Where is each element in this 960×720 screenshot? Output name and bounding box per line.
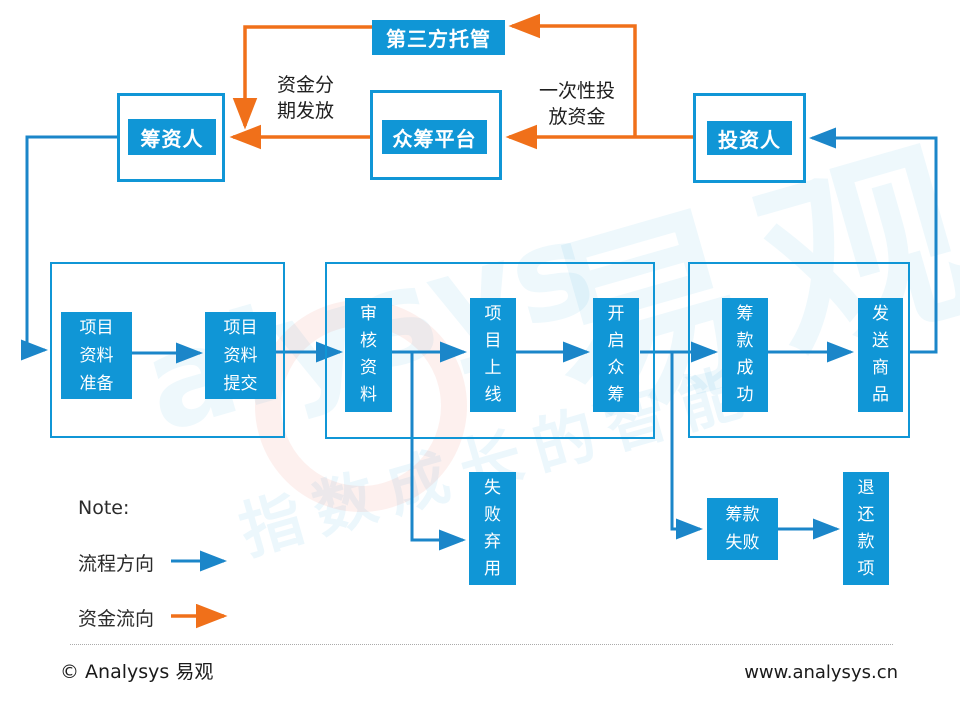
connector-fundraiser-to-prepare xyxy=(21,135,117,361)
stage-refund: 退 还 款 项 xyxy=(843,472,889,585)
phase-container-platform xyxy=(325,262,655,439)
connector-investor-to-escrow-branch xyxy=(508,13,637,137)
connector-review-to-fail-abandon xyxy=(410,353,466,551)
legend-process-direction-label: 流程方向 xyxy=(78,553,155,575)
escrow-box: 第三方托管 xyxy=(372,20,505,55)
connector-ship-to-investor xyxy=(809,127,938,354)
footer-website: www.analysys.cn xyxy=(744,662,898,683)
footer-divider xyxy=(70,644,893,645)
stage-fail-abandon: 失 败 弃 用 xyxy=(469,472,516,585)
fundraiser-box: 筹资人 xyxy=(128,119,216,155)
connector-escrow-to-fundraiser-branch xyxy=(232,25,372,130)
stage-prepare-materials: 项目 资料 准备 xyxy=(61,312,132,399)
legend-note-label: Note: xyxy=(78,497,130,519)
one-time-investment-label: 一次性投 放资金 xyxy=(538,80,615,128)
connector-start-to-funding-fail xyxy=(670,352,703,540)
platform-box: 众筹平台 xyxy=(382,120,487,154)
legend-funds-direction-label: 资金流向 xyxy=(78,608,155,630)
stage-start-crowdfunding: 开 启 众 筹 xyxy=(593,298,639,412)
installment-release-label: 资金分 期发放 xyxy=(277,74,335,122)
stage-ship-goods: 发 送 商 品 xyxy=(858,298,903,412)
stage-funding-success: 筹 款 成 功 xyxy=(722,298,768,412)
stage-review-materials: 审 核 资 料 xyxy=(345,298,392,412)
phase-container-result xyxy=(688,262,910,438)
footer-copyright: © Analysys 易观 xyxy=(60,661,214,683)
stage-funding-fail: 筹款 失败 xyxy=(707,498,778,560)
stage-submit-materials: 项目 资料 提交 xyxy=(205,312,276,399)
investor-box: 投资人 xyxy=(707,121,792,155)
phase-container-prepare xyxy=(50,262,285,438)
stage-project-launch: 项 目 上 线 xyxy=(470,298,516,412)
